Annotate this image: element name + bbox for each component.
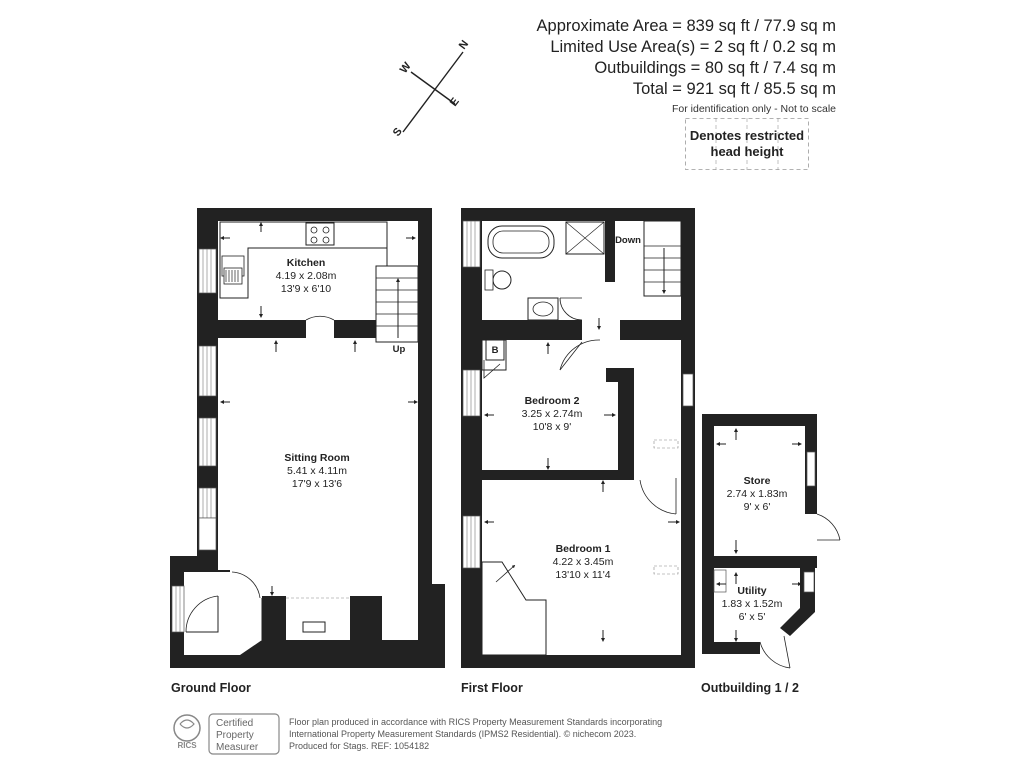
compass-w: W — [398, 60, 414, 76]
footer-line2: International Property Measurement Stand… — [289, 729, 637, 739]
first-floor-plan — [461, 208, 695, 668]
boiler-label: B — [492, 345, 499, 356]
stairs-down-label: Down — [615, 235, 641, 246]
compass-s: S — [391, 126, 405, 139]
ground-floor-label: Ground Floor — [171, 681, 251, 695]
restricted-line1: Denotes restricted — [689, 128, 805, 143]
bedroom1-metric: 4.22 x 3.45m — [553, 556, 614, 568]
compass-n: N — [457, 38, 471, 52]
bedroom2-metric: 3.25 x 2.74m — [522, 408, 583, 420]
room-labels: Kitchen 4.19 x 2.08m 13'9 x 6'10 Sitting… — [276, 235, 788, 623]
kitchen-metric: 4.19 x 2.08m — [276, 270, 337, 282]
sitting-room-imperial: 17'9 x 13'6 — [292, 478, 342, 490]
rics-badge-line2: Property — [216, 730, 254, 741]
restricted-legend-box — [685, 118, 809, 170]
rics-logo-text: RICS — [177, 741, 197, 750]
utility-name: Utility — [737, 585, 766, 597]
scale-note: For identification only - Not to scale — [672, 103, 836, 115]
outbuildings-area: Outbuildings = 80 sq ft / 7.4 sq m — [594, 59, 836, 77]
footer-line3: Produced for Stags. REF: 1054182 — [289, 741, 430, 751]
approximate-area: Approximate Area = 839 sq ft / 77.9 sq m — [536, 17, 836, 35]
stairs-up-label: Up — [393, 344, 406, 355]
footer-text: Floor plan produced in accordance with R… — [289, 716, 662, 752]
outbuilding-label: Outbuilding 1 / 2 — [701, 681, 799, 695]
compass-e: E — [448, 96, 462, 109]
store-metric: 2.74 x 1.83m — [727, 488, 788, 500]
sitting-room-name: Sitting Room — [284, 452, 349, 464]
limited-use-area: Limited Use Area(s) = 2 sq ft / 0.2 sq m — [550, 38, 836, 56]
area-summary: Approximate Area = 839 sq ft / 77.9 sq m… — [537, 16, 836, 118]
outbuilding-plan — [702, 414, 841, 669]
bedroom1-imperial: 13'10 x 11'4 — [555, 569, 610, 581]
footer-line1: Floor plan produced in accordance with R… — [289, 717, 663, 727]
store-imperial: 9' x 6' — [744, 501, 771, 513]
total-area: Total = 921 sq ft / 85.5 sq m — [632, 80, 836, 98]
restricted-line2: head height — [710, 144, 784, 159]
kitchen-name: Kitchen — [287, 257, 326, 269]
utility-metric: 1.83 x 1.52m — [722, 598, 783, 610]
rics-badge-line1: Certified — [216, 718, 253, 729]
rics-badge-line3: Measurer — [216, 742, 259, 753]
compass: N E S W — [391, 38, 471, 139]
kitchen-imperial: 13'9 x 6'10 — [281, 283, 331, 295]
store-name: Store — [744, 475, 771, 487]
bedroom2-name: Bedroom 2 — [525, 395, 580, 407]
bedroom1-name: Bedroom 1 — [556, 543, 611, 555]
sitting-room-metric: 5.41 x 4.11m — [287, 465, 347, 477]
ground-floor-plan — [170, 208, 445, 668]
restricted-legend-text: Denotes restricted head height — [685, 128, 809, 160]
rics-logo: RICS Certified Property Measurer — [173, 713, 280, 755]
restricted-height-legend: Denotes restricted head height — [685, 118, 809, 170]
utility-imperial: 6' x 5' — [739, 611, 766, 623]
first-floor-label: First Floor — [461, 681, 523, 695]
bedroom2-imperial: 10'8 x 9' — [533, 421, 571, 433]
